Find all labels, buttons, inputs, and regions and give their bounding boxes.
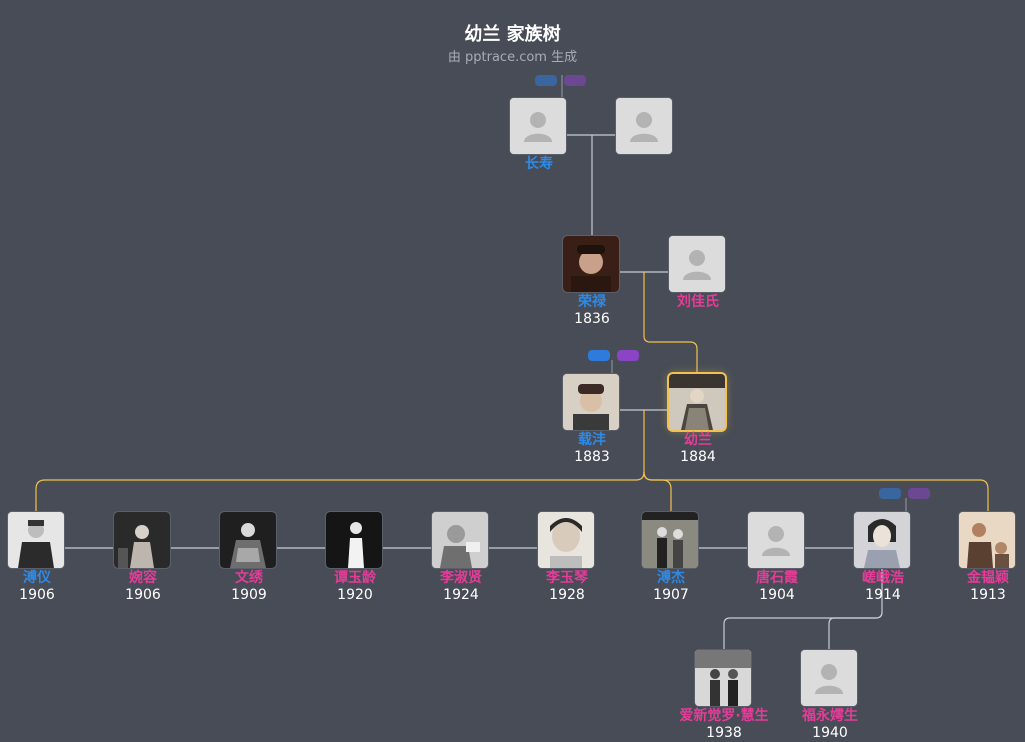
page-subtitle: 由 pptrace.com 生成 [447, 50, 578, 65]
person-year: 1928 [549, 587, 585, 603]
focus-line [35, 410, 645, 512]
person-year: 1883 [574, 449, 610, 465]
portrait-photo [538, 512, 594, 568]
portrait-photo [959, 512, 1015, 568]
person-year: 1920 [337, 587, 373, 603]
portrait-photo [220, 512, 276, 568]
connector-lines [35, 75, 989, 650]
portrait-photo [563, 236, 619, 292]
person-name: 唐石霞 [756, 570, 798, 586]
person-year: 1884 [680, 449, 716, 465]
person-name: 李淑贤 [440, 570, 482, 586]
portrait-photo [854, 512, 910, 568]
portrait-photo [695, 650, 751, 706]
person-name: 刘佳氏 [677, 294, 719, 310]
person-name: 爱新觉罗·慧生 [679, 708, 769, 724]
person-name: 载沣 [578, 432, 606, 448]
couple-toggle-blue[interactable] [879, 488, 901, 499]
person-year: 1836 [574, 311, 610, 327]
person-name: 长寿 [525, 156, 553, 172]
avatar-placeholder-icon [801, 650, 857, 706]
focus-line [643, 471, 672, 512]
couple-toggle-purple[interactable] [617, 350, 639, 361]
person-name: 荣禄 [578, 294, 606, 310]
focus-line [643, 272, 698, 374]
focus-line [643, 471, 989, 512]
portrait-photo [432, 512, 488, 568]
person-name: 幼兰 [684, 432, 712, 448]
portrait-photo [326, 512, 382, 568]
avatar-placeholder-icon [510, 98, 566, 154]
couple-toggle-blue[interactable] [588, 350, 610, 361]
portrait-photo [563, 374, 619, 430]
couple-toggle-purple[interactable] [908, 488, 930, 499]
person-year: 1906 [19, 587, 55, 603]
portrait-photo [8, 512, 64, 568]
person-name: 溥杰 [657, 570, 685, 586]
person-year: 1907 [653, 587, 689, 603]
person-name: 谭玉龄 [334, 570, 376, 586]
person-name: 福永嫮生 [802, 708, 858, 724]
person-name: 文绣 [235, 570, 263, 586]
person-name: 金韫颖 [967, 570, 1009, 586]
portrait-photo [114, 512, 170, 568]
portrait-photo [669, 374, 725, 430]
person-year: 1938 [706, 725, 742, 741]
avatar-placeholder-icon [748, 512, 804, 568]
avatar-placeholder-icon [616, 98, 672, 154]
portrait-photo [642, 512, 698, 568]
person-year: 1906 [125, 587, 161, 603]
person-name: 婉容 [129, 570, 157, 586]
person-year: 1914 [865, 587, 901, 603]
person-year: 1909 [231, 587, 267, 603]
descent-line [828, 611, 883, 650]
couple-toggle-purple[interactable] [564, 75, 586, 86]
page-title: 幼兰 家族树 [464, 24, 561, 45]
person-year: 1940 [812, 725, 848, 741]
person-year: 1913 [970, 587, 1006, 603]
person-year: 1924 [443, 587, 479, 603]
person-name: 李玉琴 [546, 570, 588, 586]
person-year: 1904 [759, 587, 795, 603]
couple-toggle-blue[interactable] [535, 75, 557, 86]
person-name: 嵯峨浩 [862, 570, 904, 586]
person-name: 溥仪 [23, 570, 51, 586]
avatar-placeholder-icon [669, 236, 725, 292]
